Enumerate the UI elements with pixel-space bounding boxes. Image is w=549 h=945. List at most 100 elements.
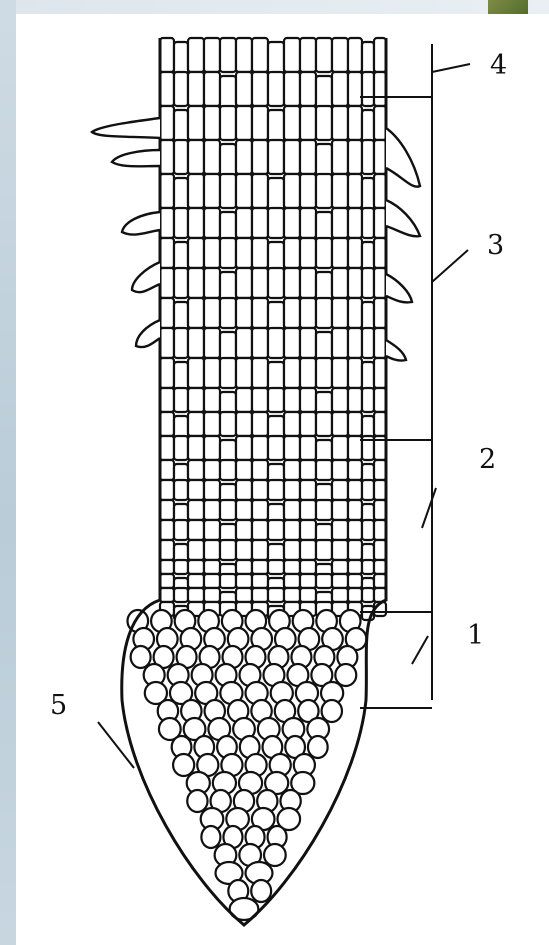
cell <box>220 540 236 560</box>
cell <box>362 560 374 574</box>
cell <box>332 174 348 208</box>
cell <box>374 106 386 140</box>
cell <box>204 140 220 174</box>
cell <box>316 298 332 328</box>
cell <box>348 238 362 268</box>
root-hair <box>92 118 160 138</box>
cell <box>188 436 204 460</box>
cell <box>160 328 174 358</box>
cell <box>374 480 386 500</box>
cell <box>188 328 204 358</box>
cell <box>300 500 316 520</box>
cell <box>332 106 348 140</box>
cell <box>188 358 204 388</box>
cell <box>188 540 204 560</box>
cell <box>204 298 220 328</box>
cell <box>300 480 316 500</box>
cell <box>300 38 316 72</box>
cell <box>204 268 220 298</box>
cell <box>268 480 284 500</box>
cell <box>160 174 174 208</box>
cell <box>332 388 348 412</box>
root-hair <box>386 274 412 302</box>
cell <box>236 208 252 238</box>
cell <box>252 540 268 560</box>
cell <box>332 500 348 520</box>
cell <box>174 480 188 500</box>
cell <box>204 328 220 358</box>
cell <box>220 358 236 388</box>
cell <box>348 436 362 460</box>
cell <box>160 268 174 298</box>
cell <box>160 238 174 268</box>
cell <box>268 520 284 540</box>
cell <box>332 588 348 602</box>
cell <box>362 388 374 412</box>
label-1: 1 <box>467 622 484 649</box>
cell <box>268 328 284 358</box>
cell <box>348 38 362 72</box>
cell <box>374 208 386 238</box>
cell <box>252 174 268 208</box>
cell <box>236 574 252 588</box>
cell <box>188 208 204 238</box>
cell <box>268 140 284 174</box>
cell <box>284 72 300 106</box>
cell <box>332 38 348 72</box>
root-hair <box>132 262 160 292</box>
cell <box>374 560 386 574</box>
cell <box>236 72 252 106</box>
root-cells <box>128 38 387 920</box>
cell <box>332 238 348 268</box>
cell <box>188 38 204 72</box>
cell <box>300 358 316 388</box>
cell <box>236 388 252 412</box>
cell <box>204 412 220 436</box>
cell <box>220 298 236 328</box>
cell <box>348 174 362 208</box>
cell <box>362 268 374 298</box>
leader-2 <box>422 488 436 528</box>
cell <box>300 268 316 298</box>
cell <box>188 500 204 520</box>
cell <box>220 38 236 72</box>
cell <box>160 588 174 602</box>
cell <box>188 588 204 602</box>
cell <box>300 106 316 140</box>
cell <box>236 358 252 388</box>
cell <box>348 412 362 436</box>
cell <box>316 106 332 140</box>
cell <box>332 560 348 574</box>
cell <box>188 106 204 140</box>
root-hair <box>386 200 420 236</box>
cell <box>300 328 316 358</box>
cell <box>204 72 220 106</box>
cell <box>374 38 386 72</box>
cell <box>332 574 348 588</box>
cell <box>284 560 300 574</box>
cell <box>362 588 374 602</box>
cell <box>268 208 284 238</box>
cell <box>300 460 316 480</box>
cell <box>268 72 284 106</box>
cell <box>300 574 316 588</box>
cell <box>300 298 316 328</box>
cell <box>300 588 316 602</box>
cell <box>300 208 316 238</box>
cell <box>332 358 348 388</box>
leader-5 <box>98 722 134 768</box>
cell <box>252 588 268 602</box>
cell <box>252 238 268 268</box>
cell <box>374 540 386 560</box>
cell <box>236 436 252 460</box>
cell <box>204 436 220 460</box>
leader-3 <box>432 250 468 282</box>
cell <box>348 540 362 560</box>
cell <box>188 520 204 540</box>
root-hair <box>112 150 160 166</box>
cell <box>284 298 300 328</box>
cell <box>284 460 300 480</box>
label-3: 3 <box>487 232 504 259</box>
cell <box>252 412 268 436</box>
cell <box>236 174 252 208</box>
